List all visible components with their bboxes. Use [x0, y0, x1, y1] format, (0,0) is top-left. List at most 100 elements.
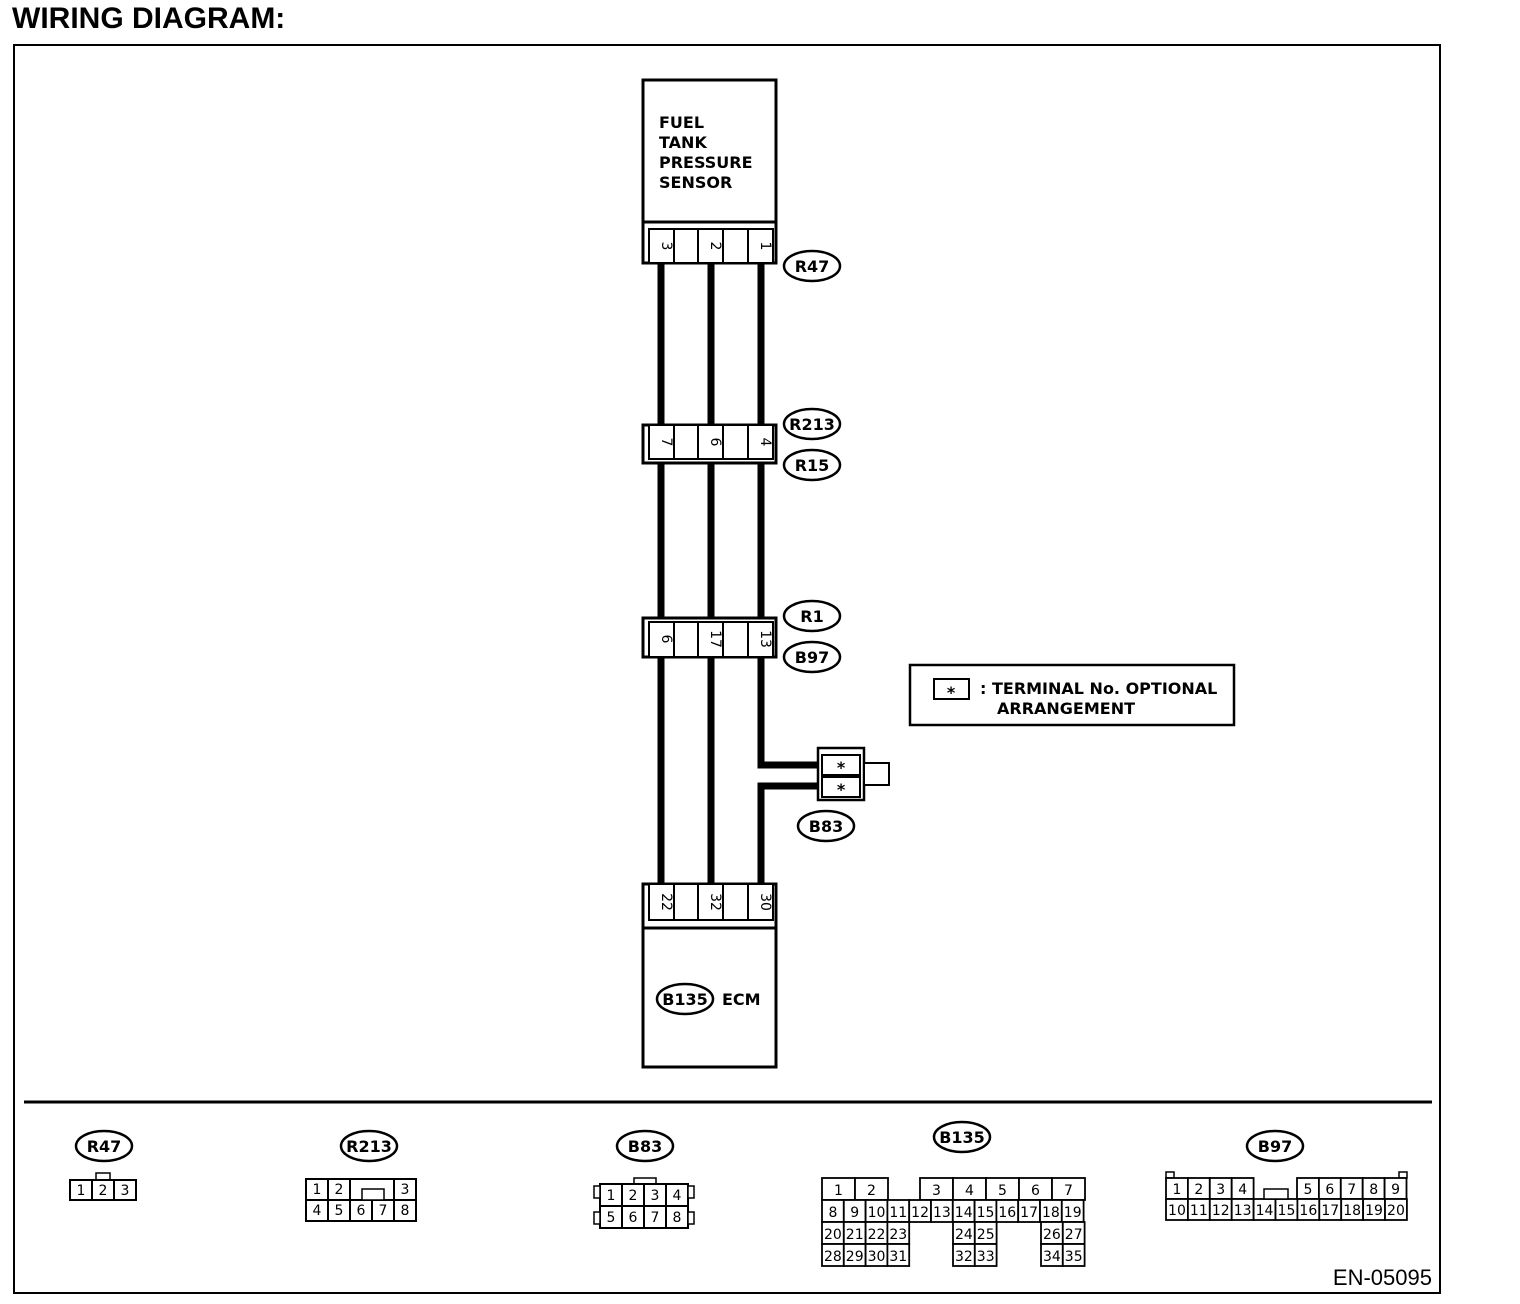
pin-label: 22 — [658, 893, 674, 911]
pin-number: 13 — [1234, 1203, 1252, 1219]
pin-number: 7 — [651, 1210, 660, 1226]
pin-number: 4 — [313, 1203, 322, 1219]
connector-tag-r47 — [74, 1129, 134, 1163]
pin-number: 20 — [824, 1227, 842, 1243]
pin-label: 4 — [757, 438, 773, 447]
b83-pin-cell — [821, 754, 861, 776]
connector-tag-b97 — [782, 640, 842, 674]
pin-label: 1 — [757, 242, 773, 251]
pin-number: 18 — [1042, 1205, 1060, 1221]
pin-number: 16 — [998, 1205, 1016, 1221]
connector-tag-label: B97 — [795, 648, 829, 667]
pin-number: 3 — [651, 1188, 660, 1204]
pin-number: 9 — [850, 1205, 859, 1221]
pin-number: 6 — [1031, 1183, 1040, 1199]
pin-number: 26 — [1043, 1227, 1061, 1243]
pin-number: 20 — [1387, 1203, 1405, 1219]
pin-number: 6 — [357, 1203, 366, 1219]
pin-number: 11 — [889, 1205, 907, 1221]
pin-number: 3 — [121, 1183, 130, 1199]
pin-number: 2 — [629, 1188, 638, 1204]
sensor-label-line: FUEL — [659, 113, 704, 132]
pin-number: 7 — [1064, 1183, 1073, 1199]
pin-number: 2 — [867, 1183, 876, 1199]
note-symbol: * — [947, 683, 956, 702]
connector-tag-label: B97 — [1258, 1137, 1292, 1156]
pin-number: 32 — [955, 1249, 973, 1265]
pin-number: 16 — [1299, 1203, 1317, 1219]
b83-pin-cell — [821, 776, 861, 798]
pin-number: 14 — [1256, 1203, 1274, 1219]
connector-tag-r1 — [782, 599, 842, 633]
pin-number: 1 — [313, 1182, 322, 1198]
wire-b83-30 — [757, 782, 822, 884]
pin-number: 12 — [1212, 1203, 1230, 1219]
pin-number: 4 — [965, 1183, 974, 1199]
connector-tag-b97 — [1245, 1129, 1305, 1163]
page-title: WIRING DIAGRAM: — [12, 2, 285, 35]
connector-tag-label: B83 — [809, 817, 843, 836]
pin-number: 17 — [1321, 1203, 1339, 1219]
pin-number: 14 — [955, 1205, 973, 1221]
b83-pin-label: * — [837, 780, 846, 799]
connector-tag-b83 — [615, 1129, 675, 1163]
pin-label: 2 — [707, 242, 723, 251]
pin-number: 3 — [1216, 1182, 1225, 1198]
ecm-connector — [648, 883, 774, 921]
connector-tag-b135 — [655, 982, 715, 1016]
pin-number: 7 — [1347, 1182, 1356, 1198]
pin-cell — [1061, 1243, 1086, 1267]
pin-number: 6 — [1325, 1182, 1334, 1198]
connector-tag-label: R213 — [346, 1137, 392, 1156]
pin-number: 5 — [607, 1210, 616, 1226]
pin-number: 18 — [1343, 1203, 1361, 1219]
connector-view-r213: R213 1 2 3 4 5 6 7 8 — [305, 1129, 417, 1222]
note-line-2: ARRANGEMENT — [997, 699, 1135, 718]
sensor-label-line: SENSOR — [659, 173, 732, 192]
note-box: * : TERMINAL No. OPTIONAL ARRANGEMENT — [908, 663, 1236, 727]
connector-tag-label: R47 — [87, 1137, 122, 1156]
connector-tag-b83 — [796, 809, 856, 843]
pin-number: 24 — [955, 1227, 973, 1243]
connector-tag-label: B83 — [628, 1137, 662, 1156]
fuel-tank-pressure-sensor: FUEL TANK PRESSURE SENSOR 3 2 1 R47 — [641, 78, 842, 283]
pin-number: 10 — [1168, 1203, 1186, 1219]
connector-tag-label: B135 — [662, 990, 708, 1009]
pin-number: 5 — [998, 1183, 1007, 1199]
connector-view-b83: B83 1 2 3 4 5 6 7 8 — [593, 1129, 695, 1229]
pin-number: 33 — [977, 1249, 995, 1265]
pin-cell — [886, 1243, 911, 1267]
junction-connector — [648, 621, 774, 658]
pin-number: 6 — [629, 1210, 638, 1226]
pin-number: 8 — [401, 1203, 410, 1219]
b83-connector: * * B83 — [796, 746, 890, 843]
note-symbol-box — [933, 678, 970, 700]
pin-number: 15 — [977, 1205, 995, 1221]
pin-label: 32 — [707, 893, 723, 911]
sensor-connector — [648, 228, 774, 264]
pin-number: 23 — [889, 1227, 907, 1243]
pin-label: 6 — [658, 635, 674, 644]
sensor-label-line: TANK — [659, 133, 707, 152]
connector-view-r47: R47 1 2 3 — [69, 1129, 137, 1201]
pin-number: 4 — [673, 1188, 682, 1204]
junction-r213-r15: 7 6 4 R213 R15 — [641, 407, 842, 482]
pin-number: 31 — [889, 1249, 907, 1265]
pin-number: 29 — [846, 1249, 864, 1265]
pin-number: 12 — [911, 1205, 929, 1221]
pin-number: 2 — [99, 1183, 108, 1199]
diagram-frame — [13, 44, 1441, 1294]
figure-code: EN-05095 — [1333, 1265, 1432, 1290]
connector-tag-label: R1 — [800, 607, 823, 626]
connector-key — [95, 1172, 111, 1181]
pin-number: 17 — [1020, 1205, 1038, 1221]
wires — [657, 263, 822, 884]
pin-number: 9 — [1391, 1182, 1400, 1198]
pin-number: 21 — [846, 1227, 864, 1243]
pin-number: 27 — [1065, 1227, 1083, 1243]
pin-cell — [973, 1243, 998, 1267]
pin-number: 1 — [77, 1183, 86, 1199]
